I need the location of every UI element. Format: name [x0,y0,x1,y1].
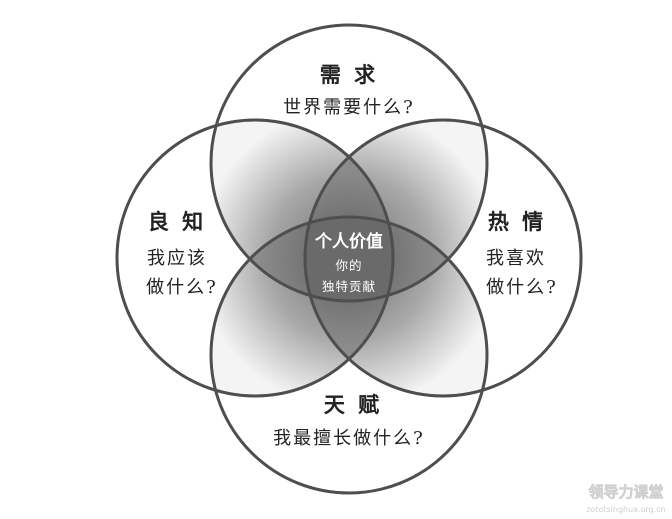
center-title: 个人价值 [314,231,383,252]
watermark-url: zototsinghua.org.cn [586,505,666,514]
talent-title: 天 赋 [324,392,382,417]
overlap-top-bottom-right [305,217,487,301]
center-sub-line2: 独特贡献 [322,279,376,294]
passion-question-line1: 我喜欢 [486,248,546,269]
overlap-top-bottom-left [211,217,393,301]
need-question: 世界需要什么? [283,97,415,118]
circle-need [209,23,489,303]
conscience-title: 良 知 [148,209,206,234]
circle-passion [303,118,583,398]
watermark-text: 领导力课堂 [587,483,663,501]
passion-title: 热 情 [488,209,546,234]
passion-question-line2: 做什么? [486,277,558,298]
circle-talent [209,215,489,495]
conscience-question-line1: 我应该 [147,248,207,269]
conscience-question-line2: 做什么? [146,277,218,298]
circle-conscience [115,118,395,398]
center-sub-line1: 你的 [335,258,362,273]
talent-question: 我最擅长做什么? [273,428,425,449]
need-title: 需 求 [320,62,378,87]
